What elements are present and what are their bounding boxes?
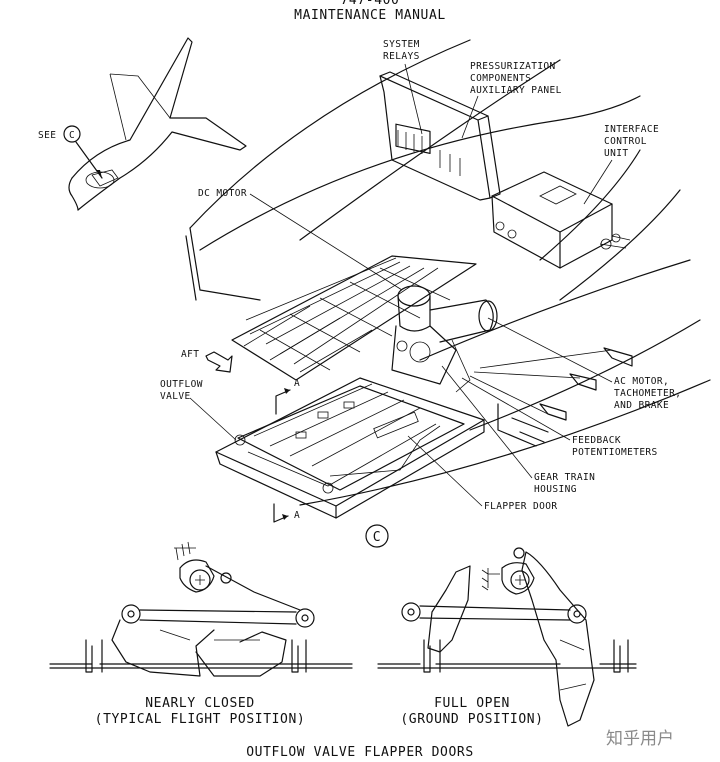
icu-label-l2: CONTROL — [604, 136, 647, 147]
full-open-subtitle: (GROUND POSITION) — [400, 712, 543, 727]
detail-c-marker — [365, 524, 389, 548]
figure-title: OUTFLOW VALVE FLAPPER DOORS — [246, 745, 474, 760]
outflow-valve-label-l1: OUTFLOW — [160, 379, 203, 390]
ac-motor-label-l1: AC MOTOR, — [614, 376, 669, 387]
linkage-brackets — [469, 347, 633, 447]
feedback-pot-label-l2: POTENTIOMETERS — [572, 447, 658, 458]
full-open-title: FULL OPEN — [434, 696, 510, 711]
section-a-upper-arrow-icon — [275, 389, 291, 415]
icu-label-l1: INTERFACE — [604, 124, 659, 135]
mesh-panel — [231, 255, 477, 381]
aft-label: AFT — [181, 349, 199, 360]
system-relays-label-l2: RELAYS — [383, 51, 420, 62]
manual-title: MAINTENANCE MANUAL — [294, 8, 446, 23]
detail-c-letter: C — [69, 130, 75, 141]
pressurization-label-l1: PRESSURIZATION — [470, 61, 556, 72]
pressurization-label-l3: AUXILIARY PANEL — [470, 85, 562, 96]
outflow-valve — [215, 377, 485, 519]
ac-motor-label-l2: TACHOMETER, — [614, 388, 681, 399]
section-a-upper-arrowhead-icon — [284, 388, 290, 394]
section-a-lower-label: A — [294, 510, 300, 521]
detail-c-callout — [63, 125, 81, 143]
interface-control-unit — [491, 171, 631, 269]
feedback-pot-label-l1: FEEDBACK — [572, 435, 621, 446]
section-a-lower-arrowhead-icon — [282, 514, 288, 520]
outflow-valve-label-l2: VALVE — [160, 391, 191, 402]
pressurization-leader — [461, 95, 479, 139]
gear-train-label-l2: HOUSING — [534, 484, 577, 495]
outflow-valve-leader — [189, 397, 237, 441]
pressurization-label-l2: COMPONENTS — [470, 73, 531, 84]
gear-train-label-l1: GEAR TRAIN — [534, 472, 595, 483]
pressurization-auxiliary-panel — [379, 71, 501, 201]
nearly-closed-title: NEARLY CLOSED — [145, 696, 255, 711]
dc-motor-assembly — [391, 285, 498, 393]
system-relays-leader — [404, 63, 423, 135]
nearly-closed-subtitle: (TYPICAL FLIGHT POSITION) — [95, 712, 306, 727]
icu-label-l3: UNIT — [604, 148, 628, 159]
ac-motor-label-l3: AND BRAKE — [614, 400, 669, 411]
full-open-diagram — [377, 547, 637, 727]
system-relays-label-l1: SYSTEM — [383, 39, 420, 50]
dc-motor-label: DC MOTOR — [198, 188, 247, 199]
flapper-door-leader — [407, 435, 483, 507]
icu-leader — [583, 159, 613, 205]
section-a-upper-label: A — [294, 378, 300, 389]
see-label: SEE — [38, 130, 56, 141]
feedback-pot-leader — [461, 377, 571, 441]
dc-motor-leader — [249, 193, 403, 291]
detail-c-marker-letter: C — [373, 530, 381, 545]
fuselage-frames — [185, 39, 711, 506]
aft-arrow-icon — [205, 351, 233, 373]
nearly-closed-diagram — [49, 541, 353, 677]
doc-number: 747-400 — [341, 0, 400, 8]
gear-train-leader — [441, 365, 533, 479]
section-a-lower-arrow-icon — [273, 503, 289, 523]
locator-arrowhead — [96, 170, 102, 178]
watermark-text: 知乎用户 — [606, 729, 674, 749]
airplane-locator — [68, 37, 247, 211]
flapper-door-label: FLAPPER DOOR — [484, 501, 557, 512]
ac-motor-leader — [487, 317, 613, 383]
